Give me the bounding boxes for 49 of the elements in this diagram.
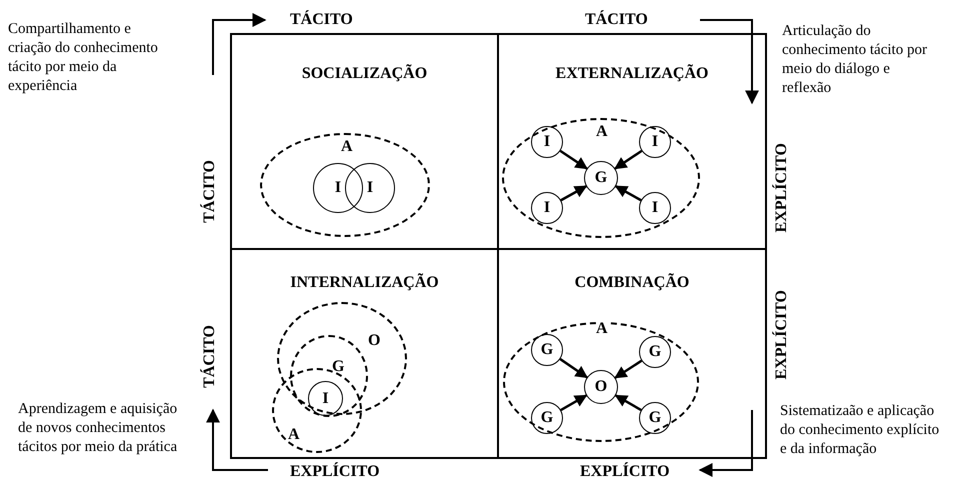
quadrant-panel bbox=[230, 248, 499, 459]
axis-label: EXPLÍCITO bbox=[290, 462, 380, 481]
quadrant-title: SOCIALIZAÇÃO bbox=[302, 65, 428, 83]
arrow bbox=[560, 150, 588, 170]
circle-node: I bbox=[639, 192, 671, 224]
dashed-ellipse bbox=[502, 118, 700, 238]
circle-node: I bbox=[308, 381, 343, 416]
circle-node: G bbox=[584, 161, 618, 195]
circle-node: I bbox=[345, 163, 395, 213]
arrow bbox=[560, 358, 588, 378]
circle-node: O bbox=[584, 370, 618, 404]
quadrant-title: COMBINAÇÃO bbox=[574, 274, 690, 292]
arrow bbox=[614, 150, 642, 170]
arrow bbox=[614, 394, 642, 412]
dashed-ellipse bbox=[260, 133, 430, 237]
axis-label: TÁCITO bbox=[200, 160, 219, 223]
circle-node: I bbox=[531, 192, 563, 224]
arrow bbox=[560, 185, 588, 202]
axis-label: TÁCITO bbox=[290, 10, 353, 29]
quadrant-title: EXTERNALIZAÇÃO bbox=[556, 65, 708, 83]
circle-node: I bbox=[531, 126, 563, 158]
axis-label: EXPLÍCITO bbox=[772, 290, 791, 380]
dashed-circle bbox=[277, 302, 407, 415]
axis-label: TÁCITO bbox=[200, 325, 219, 388]
arrow bbox=[614, 360, 642, 379]
quadrant-panel bbox=[497, 33, 767, 250]
description-text: Aprendizagem e aquisição de novos conhecimentos tácitos por meio da prática bbox=[18, 400, 178, 457]
description-text: Compartilhamento e criação do conhecimento tácito por meio da experiência bbox=[8, 20, 158, 96]
axis-label: EXPLÍCITO bbox=[580, 462, 670, 481]
circle-node: G bbox=[531, 334, 563, 366]
dashed-ellipse bbox=[503, 322, 699, 442]
group-letter: G bbox=[332, 358, 344, 376]
quadrant-title: INTERNALIZAÇÃO bbox=[290, 274, 439, 292]
group-letter: A bbox=[288, 426, 300, 444]
circle-node: I bbox=[313, 163, 363, 213]
circle-node: G bbox=[639, 336, 671, 368]
axis-label: EXPLÍCITO bbox=[772, 143, 791, 233]
axis-label: TÁCITO bbox=[585, 10, 648, 29]
circle-node: G bbox=[531, 402, 563, 434]
circle-node: I bbox=[639, 126, 671, 158]
group-letter: O bbox=[368, 332, 380, 350]
circle-node: G bbox=[639, 402, 671, 434]
dashed-circle bbox=[290, 335, 368, 417]
arrow bbox=[614, 185, 642, 202]
quadrant-panel bbox=[497, 248, 767, 459]
quadrant-panel bbox=[230, 33, 499, 250]
description-text: Sistematizaão e aplicação do conhecimento explícito e da informação bbox=[780, 402, 940, 459]
description-text: Articulação do conhecimento tácito por meio do diálogo e reflexão bbox=[782, 22, 928, 98]
arrow bbox=[560, 394, 588, 412]
